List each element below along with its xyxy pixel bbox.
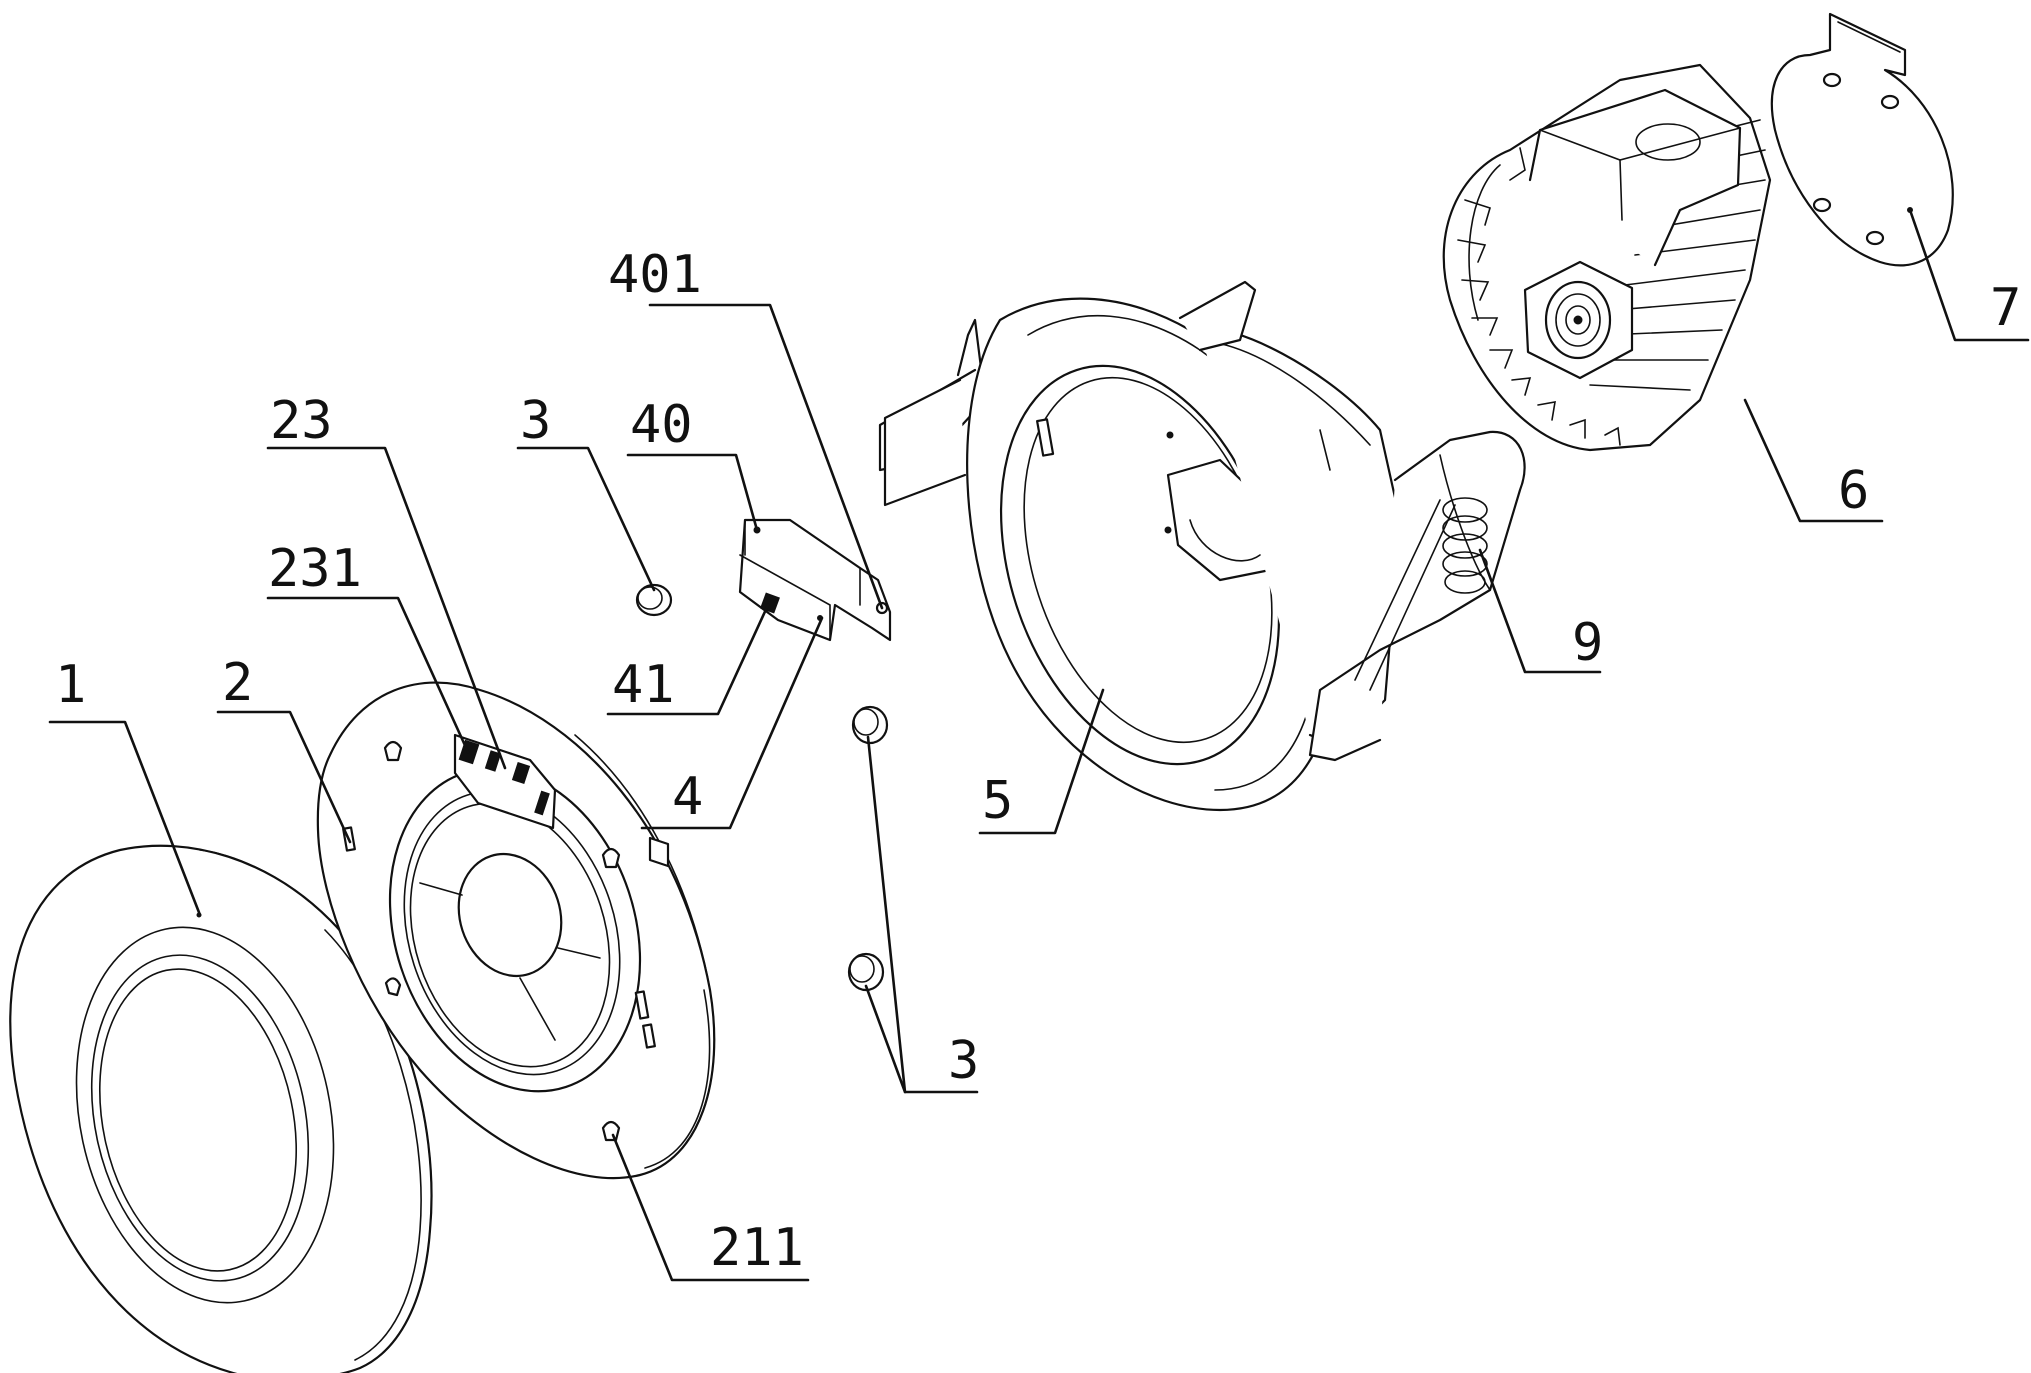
part-5-housing xyxy=(880,282,1525,810)
part-6-heat-sink xyxy=(1444,65,1770,450)
label-5: 5 xyxy=(982,771,1013,831)
label-401: 401 xyxy=(608,245,702,305)
label-7: 7 xyxy=(1990,278,2021,338)
leader-40 xyxy=(628,455,757,530)
label-3-lower: 3 xyxy=(948,1031,979,1091)
label-231: 231 xyxy=(268,539,362,599)
label-3-upper: 3 xyxy=(520,391,551,451)
label-2: 2 xyxy=(222,653,253,713)
part-4-switch-housing xyxy=(740,520,890,640)
leader-3a xyxy=(518,448,654,590)
label-4: 4 xyxy=(672,767,703,827)
label-211: 211 xyxy=(710,1218,804,1278)
label-23: 23 xyxy=(270,391,333,451)
leader-4 xyxy=(642,618,822,828)
part-7-back-plate xyxy=(1772,14,1953,265)
label-40: 40 xyxy=(630,395,693,455)
label-6: 6 xyxy=(1838,461,1869,521)
label-1: 1 xyxy=(55,655,86,715)
label-41: 41 xyxy=(612,655,675,715)
label-9: 9 xyxy=(1572,613,1603,673)
